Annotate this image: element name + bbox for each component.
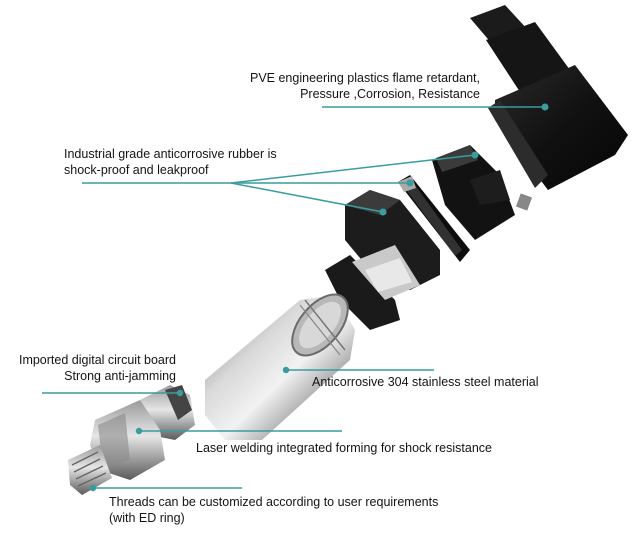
callout-line: PVE engineering plastics flame retardant… [250,71,480,85]
connector-housing [470,5,628,190]
callout-line: Threads can be customized according to u… [109,495,439,509]
callout-line: Imported digital circuit board [18,353,176,367]
callout-steel-shell: Anticorrosive 304 stainless steel materi… [312,374,539,390]
callout-line: Anticorrosive 304 stainless steel materi… [312,375,539,389]
circuit-module [325,245,420,330]
callout-threads: Threads can be customized according to u… [109,494,438,526]
pressure-port-fitting [68,385,195,495]
callout-line: Laser welding integrated forming for sho… [196,441,492,455]
callout-circuit-board: Imported digital circuit board Strong an… [8,352,176,384]
leader-lines [42,103,549,492]
callout-line: Strong anti-jamming [64,369,176,383]
steel-shell [205,293,355,440]
callout-connector-housing: PVE engineering plastics flame retardant… [226,70,480,102]
callout-line: Industrial grade anticorrosive rubber is [64,147,277,161]
callout-rubber-seals: Industrial grade anticorrosive rubber is… [64,146,277,178]
callout-line: Pressure ,Corrosion, Resistance [300,87,480,101]
callout-line: shock-proof and leakproof [64,163,209,177]
callout-laser-welding: Laser welding integrated forming for sho… [196,440,492,456]
connector-insert [432,145,533,240]
callout-line: (with ED ring) [109,511,185,525]
